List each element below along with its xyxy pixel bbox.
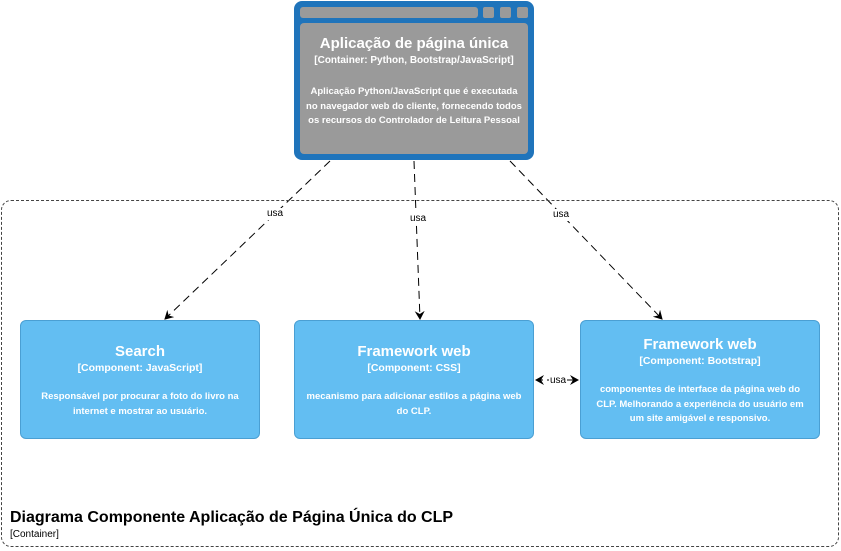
browser-address-bar [300,7,478,18]
component-description: mecanismo para adicionar estilos a págin… [306,391,522,417]
boundary-title: Diagrama Componente Aplicação de Página … [10,509,454,526]
component-description: Responsável por procurar a foto do livro… [41,391,239,417]
component-title: Search [114,343,166,360]
webapp-description: Aplicação Python/JavaScript que é execut… [306,86,522,126]
container-boundary [1,200,839,547]
relation-webapp-to-bootstrap [509,160,663,320]
component-technology: [Component: CSS] [367,362,461,374]
component-title: Framework web [643,336,757,353]
webapp-title: Aplicação de página única [319,35,509,52]
webapp-container[interactable]: Aplicação de página única [Container: Py… [294,1,534,160]
relation-label-search: usa [266,208,285,220]
relation-label-css: usa [409,213,428,225]
webapp-technology: [Container: Python, Bootstrap/JavaScript… [314,55,514,66]
browser-button-icon [517,7,528,18]
component-technology: [Component: Bootstrap] [639,355,761,367]
boundary-technology: [Container] [10,529,59,540]
component-framework-css[interactable]: Framework web [Component: CSS] mecanismo… [294,320,534,439]
relation-webapp-to-css [413,160,425,320]
component-framework-bootstrap[interactable]: Framework web [Component: Bootstrap] com… [580,320,820,439]
browser-screen: Aplicação de página única [Container: Py… [300,23,528,154]
browser-button-icon [500,7,511,18]
relation-label-bootstrap-css: usa [549,375,568,387]
browser-button-icon [483,7,494,18]
component-title: Framework web [357,343,471,360]
component-technology: [Component: JavaScript] [77,362,203,374]
component-search[interactable]: Search [Component: JavaScript] Responsáv… [20,320,260,439]
component-description: componentes de interface da página web d… [596,384,804,424]
relation-label-bootstrap: usa [552,209,571,221]
